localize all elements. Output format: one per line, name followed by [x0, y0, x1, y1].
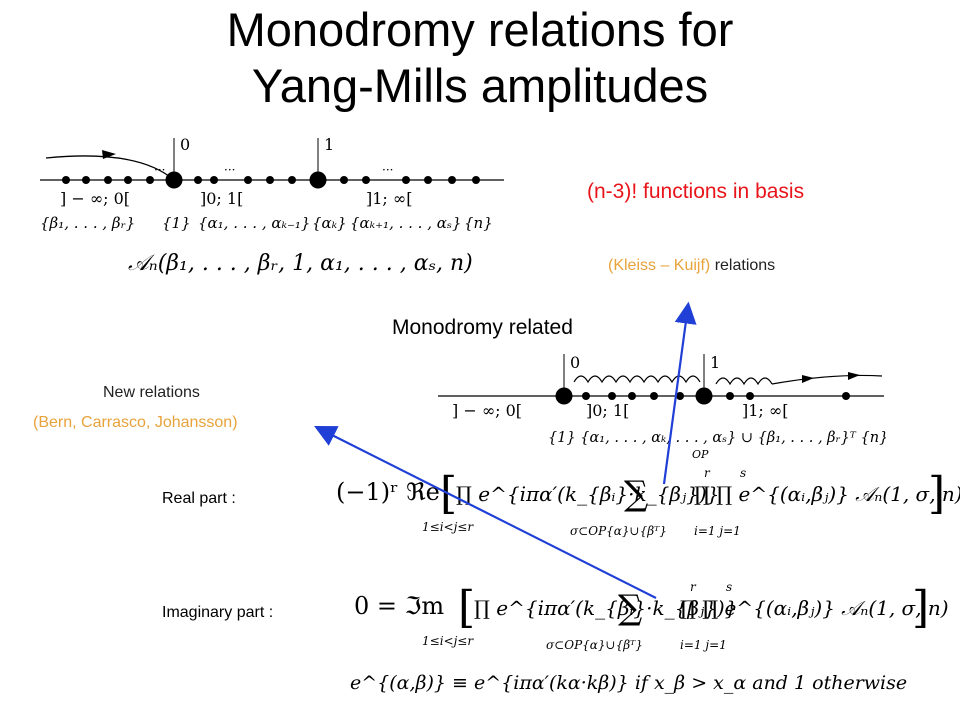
- real-double-ranges: i=1 j=1: [694, 524, 741, 538]
- title-line-1: Monodromy relations for: [226, 3, 734, 56]
- set-alpha-lower: {α₁, . . . , αₖ₋₁}: [198, 214, 310, 232]
- svg-text:···: ···: [382, 163, 393, 177]
- set-alpha-k: {αₖ}: [312, 214, 347, 232]
- tick-0-label-2: 0: [570, 353, 580, 372]
- tick-0-label: 0: [180, 135, 190, 154]
- real-sum-sign: ∑: [624, 474, 649, 514]
- amplitude-formula: 𝒜ₙ(β₁, . . . , βᵣ, 1, α₁, . . . , αₛ, n): [128, 251, 473, 276]
- interval2-0-1: ]0; 1[: [586, 401, 629, 420]
- imag-sum-sign: ∑: [618, 588, 643, 628]
- real-upper-s: s: [740, 466, 747, 480]
- kk-suffix: relations: [710, 257, 776, 274]
- imag-sum-range: σ⊂OP{α}∪{βᵀ}: [546, 638, 643, 652]
- puncture-diagram-top: 0 1 ··· ··· ··· ] − ∞; 0[ ]0; 1[ ]1; ∞[ …: [40, 135, 504, 276]
- puncture-points: [62, 171, 480, 189]
- real-part-label: Real part :: [162, 490, 236, 507]
- monodromy-related-label: Monodromy related: [392, 316, 573, 339]
- interval-0-1: ]0; 1[: [200, 189, 243, 208]
- puncture-diagram-bottom: 0 1 ] − ∞; 0[ ]0; 1[ ]1; ∞[ {1} {α₁, . .…: [438, 353, 886, 460]
- real-bracket-close: ]: [928, 468, 946, 519]
- arrow-to-bcj: [314, 426, 657, 599]
- slide-title: Monodromy relations for Yang-Mills ampli…: [0, 2, 960, 114]
- interval2-neg-inf-0: ] − ∞; 0[: [452, 401, 522, 420]
- imag-double-product: ∏ ∏ e^{(αᵢ,βⱼ)} 𝒜ₙ(1, σ, n): [680, 596, 949, 620]
- basis-count-text: (n-3)! functions in basis: [587, 180, 805, 203]
- contour-arrowhead: [102, 150, 116, 159]
- imaginary-part-equation: 0 = ℑm [ ∏ e^{iπα′(k_{βᵢ}·k_{βⱼ})} 1≤i<j…: [350, 580, 949, 660]
- set-beta: {β₁, . . . , βᵣ}: [40, 214, 135, 232]
- puncture-points-2: [555, 387, 850, 405]
- set-alpha-upper: {αₖ₊₁, . . . , αₛ}: [350, 214, 461, 232]
- real-double-product: ∏ ∏ e^{(αᵢ,βⱼ)} 𝒜ₙ(1, σ, n): [694, 482, 960, 506]
- interval-neg-inf-0: ] − ∞; 0[: [60, 189, 130, 208]
- set-one: {1}: [162, 214, 191, 232]
- real-upper-r: r: [704, 466, 710, 480]
- arrow-to-kk: [662, 301, 697, 485]
- imag-prefix: 0 = ℑm: [354, 592, 445, 620]
- real-prefix: (−1)ʳ ℜe: [336, 478, 440, 506]
- imag-upper-s: s: [726, 580, 733, 594]
- op-subscript: OP: [692, 448, 709, 460]
- imaginary-part-label: Imaginary part :: [162, 604, 274, 621]
- set-n: {n}: [464, 214, 493, 232]
- ordered-sets: {1} {α₁, . . . , αₖ, . . . , αₛ} ∪ {β₁, …: [548, 430, 886, 446]
- kk-relations-label: (Kleiss – Kuijf) relations: [608, 257, 775, 275]
- svg-text:···: ···: [154, 163, 165, 177]
- real-part-equation: (−1)ʳ ℜe [ ∏ e^{iπα′(k_{βᵢ}·k_{βⱼ})} 1≤i…: [332, 466, 960, 546]
- interval2-1-inf: ]1; ∞[: [742, 401, 788, 420]
- real-product-body: ∏ e^{iπα′(k_{βᵢ}·k_{βⱼ})}: [456, 482, 720, 506]
- title-line-2: Yang-Mills amplitudes: [251, 59, 709, 112]
- contour-tail: [771, 374, 883, 385]
- svg-text:···: ···: [224, 163, 235, 177]
- imag-product-range: 1≤i<j≤r: [422, 634, 474, 648]
- tick-1-label-2: 1: [710, 353, 720, 372]
- kk-source: (Kleiss – Kuijf): [608, 257, 711, 274]
- phase-definition: e^{(α,β)} ≡ e^{iπα′(kα·kβ)} if x_β > x_α…: [350, 672, 908, 694]
- imag-bracket-close: ]: [912, 582, 930, 633]
- imag-double-ranges: i=1 j=1: [680, 638, 727, 652]
- imag-bracket-open: [: [458, 582, 476, 633]
- bcj-label: (Bern, Carrasco, Johansson): [33, 414, 238, 431]
- new-relations-label: New relations: [103, 384, 200, 401]
- contour-arrow: [45, 155, 175, 181]
- imag-upper-r: r: [690, 580, 696, 594]
- tick-1-label: 1: [324, 135, 334, 154]
- real-sum-range: σ⊂OP{α}∪{βᵀ}: [570, 524, 667, 538]
- real-product-range: 1≤i<j≤r: [422, 520, 474, 534]
- interval-1-inf: ]1; ∞[: [366, 189, 412, 208]
- imag-product-body: ∏ e^{iπα′(k_{βᵢ}·k_{βⱼ})}: [474, 596, 738, 620]
